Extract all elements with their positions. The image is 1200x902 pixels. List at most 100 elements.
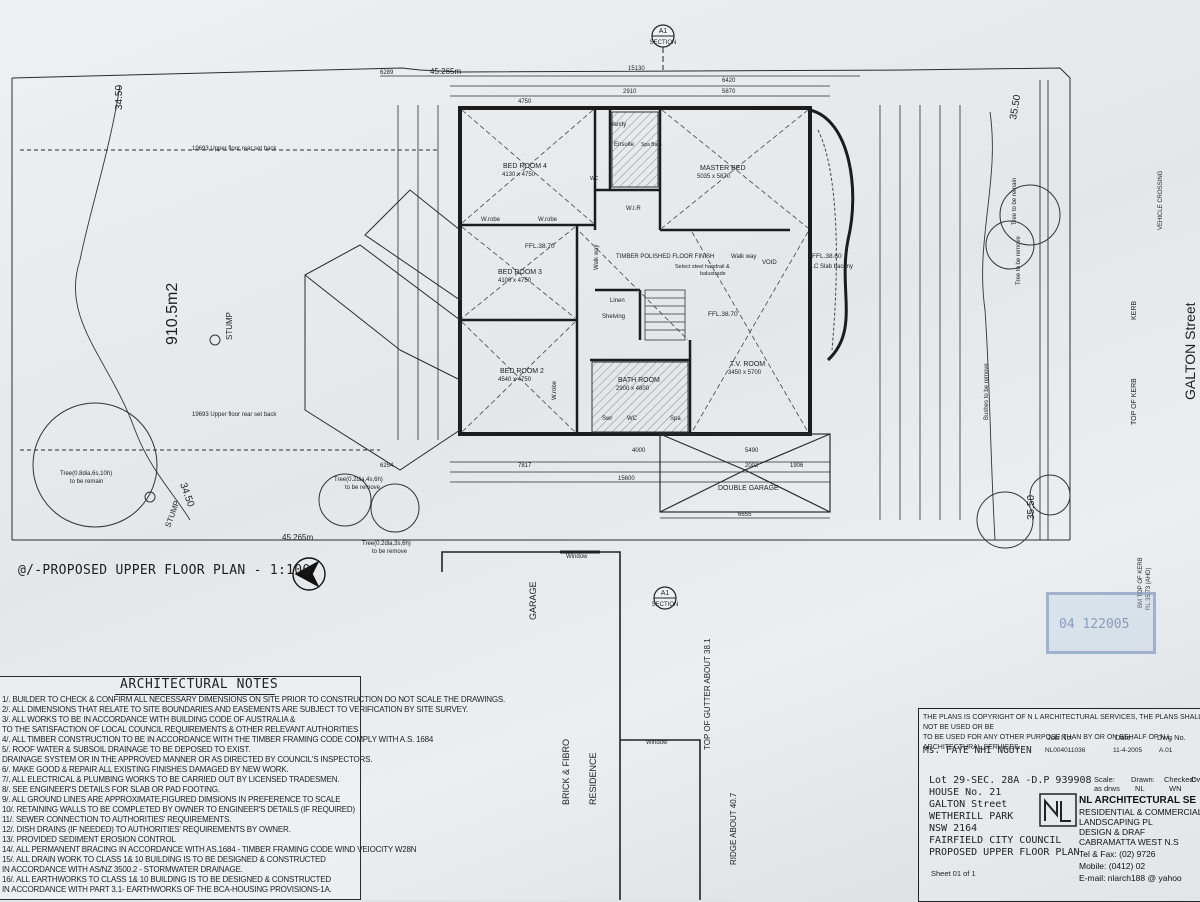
vehicle-crossing: VEHICLE CROSSING: [1158, 170, 1164, 230]
top-boundary-length: 45.265m: [430, 67, 461, 76]
room-vanity: Vanity: [610, 122, 626, 128]
plan-title: @/-PROPOSED UPPER FLOOR PLAN - 1:100: [18, 563, 311, 578]
gutter-label: TOP OF GUTTER ABOUT 38.1: [703, 638, 712, 750]
firm-mobile: Mobile: (0412) 02: [1079, 861, 1146, 871]
ridge-label: RIDGE ABOUT 40.7: [729, 792, 738, 865]
wardrobe-1: W.robe: [481, 217, 501, 223]
client-name: Ms. FAYE NHI NGUYEN: [923, 745, 1032, 756]
tree-note-2b: to be remove: [345, 485, 381, 491]
kerb-label: KERB: [1131, 301, 1138, 320]
date-header: Date:: [1115, 733, 1133, 742]
wc-1: WC: [627, 416, 638, 422]
note-line: 10/. RETAINING WALLS TO BE COMPLETED BY …: [2, 805, 355, 814]
wc-2: WC: [590, 176, 599, 182]
note-line: IN ACCORDANCE WITH PART 3.1- EARTHWORKS …: [2, 885, 332, 894]
staircase: [644, 289, 686, 341]
dim-6655: 6655: [738, 512, 752, 518]
window-label-2: Window: [646, 740, 668, 746]
room-tv-size: 3450 x 5700: [728, 370, 762, 376]
setback-note-1: 19693 Upper floor rear set back: [192, 146, 277, 152]
wardrobe-2: W.robe: [538, 217, 558, 223]
handrail-note: Select steel handrail &: [675, 264, 730, 270]
drawing-title: PROPOSED UPPER FLOOR PLAN: [929, 847, 1080, 858]
house-number: HOUSE No. 21: [929, 787, 1002, 798]
contour-label-left: 34.50: [114, 85, 125, 110]
bushes-note: Bushes to be remove: [984, 363, 990, 420]
north-arrow-icon: [292, 557, 326, 591]
room-bed3: BED ROOM 3: [498, 269, 542, 276]
note-line: 16/. ALL EARTHWORKS TO CLASS 1& 10 BUILD…: [2, 875, 331, 884]
contour-label-right-b: 35.50: [1026, 495, 1037, 520]
neighbour-brick: BRICK & FIBRO: [561, 739, 571, 805]
drawn-header: Drawn:: [1131, 775, 1155, 784]
dim-15130: 15130: [628, 66, 645, 72]
section-label-bottom: A1: [661, 590, 670, 597]
job-header: Job No:: [1047, 733, 1073, 742]
note-line: DRAINAGE SYSTEM OR IN THE APPROVED MANNE…: [2, 755, 373, 764]
approval-stamp: 04 122005: [1046, 592, 1156, 654]
room-master: MASTER BED: [700, 165, 746, 172]
lot-details: Lot 29-SEC. 28A -D.P 939908: [929, 775, 1092, 786]
wardrobe-3: W.robe: [552, 380, 558, 400]
room-bed2-size: 4540 x 4750: [498, 377, 532, 383]
ffl-label-1: FFL.38.70: [525, 243, 555, 250]
firm-tel: Tel & Fax: (02) 9726: [1079, 849, 1156, 859]
note-line: 7/. ALL ELECTRICAL & PLUMBING WORKS TO B…: [2, 775, 340, 784]
note-line: 5/. ROOF WATER & SUBSOIL DRAINAGE TO BE …: [2, 745, 251, 754]
room-bed4: BED ROOM 4: [503, 163, 547, 170]
note-line: 9/. ALL GROUND LINES ARE APPROXIMATE,FIG…: [2, 795, 341, 804]
firm-email: E-mail: nlarch188 @ yahoo: [1079, 873, 1182, 883]
section-label-top: A1: [659, 28, 668, 35]
balcony-curve: [809, 108, 855, 362]
firm-name: NL ARCHITECTURAL SE: [1079, 795, 1197, 806]
tree-note-1b: to be remain: [70, 479, 103, 485]
dim-6289: 6289: [380, 70, 394, 76]
street-address: GALTON Street: [929, 799, 1008, 810]
note-line: 1/. BUILDER TO CHECK & CONFIRM ALL NECES…: [2, 695, 506, 704]
tree-note-right-1: Tree to be remain: [1012, 178, 1018, 225]
note-line: 12/. DISH DRAINS (IF NEEDED) TO AUTHORIT…: [2, 825, 291, 834]
ffl-label-2: FFL.38.70: [708, 311, 738, 318]
room-ensuite: Ensuite: [614, 142, 635, 148]
checked-header: Checked:: [1164, 775, 1196, 784]
balcony-slab: R.C Slab bacony: [808, 264, 853, 270]
spa-label: Spa: [670, 416, 681, 422]
bathroom-tiles: [591, 361, 689, 433]
neighbour-residence: RESIDENCE: [588, 752, 598, 805]
state-postcode: NSW 2164: [929, 823, 978, 834]
section-word-bottom: SECTION: [652, 602, 679, 608]
job-number: NL004011036: [1045, 747, 1086, 754]
tree-note-3: Tree(0.2dia,3s,6h): [362, 541, 411, 547]
dim-2910: 2910: [623, 89, 637, 95]
drawn-value: NL: [1135, 784, 1145, 793]
tree-note-right-2: Tree to be remove: [1016, 236, 1022, 285]
floor-finish-note: TIMBER POLISHED FLOOR FINISH: [616, 254, 714, 260]
note-line: 2/. ALL DIMENSIONS THAT RELATE TO SITE B…: [2, 705, 468, 714]
site-area: 910.5m2: [164, 283, 181, 345]
balustrade-note: balustrade: [700, 271, 726, 277]
note-line: 11/. SEWER CONNECTION TO AUTHORITIES' RE…: [2, 815, 232, 824]
firm-line-5: CABRAMATTA WEST N.S: [1079, 837, 1179, 847]
void-label: VOID: [762, 260, 777, 266]
firm-line-2: RESIDENTIAL & COMMERCIAL P: [1079, 807, 1200, 817]
room-linen: Linen: [610, 298, 625, 304]
top-of-kerb: TOP OF KERB: [1131, 378, 1138, 425]
neighbour-building: [441, 550, 701, 900]
note-line: 8/. SEE ENGINEER'S DETAILS FOR SLAB OR P…: [2, 785, 220, 794]
note-line: 14/. ALL PERMANENT BRACING IN ACCORDANCE…: [2, 845, 417, 854]
dim-4750: 4750: [518, 99, 532, 105]
room-shelving: Shelving: [602, 314, 625, 320]
room-bed2: BED ROOM 2: [500, 368, 544, 375]
council: FAIRFIELD CITY COUNCIL: [929, 835, 1062, 846]
dim-4000: 4000: [632, 448, 646, 454]
dwg-header: Dwg No.: [1157, 733, 1186, 742]
note-line: 3/. ALL WORKS TO BE IN ACCORDANCE WITH B…: [2, 715, 296, 724]
dim-5870: 5870: [722, 89, 736, 95]
copyright-line-2: TO BE USED FOR ANY OTHER PURPOSE THAN BY…: [923, 734, 1171, 751]
dim-5490: 5490: [745, 448, 759, 454]
note-line: 13/. PROVIDED SEDIMENT EROSION CONTROL: [2, 835, 176, 844]
room-bed4-size: 4130 x 4750: [502, 172, 536, 178]
tree-note-3b: to be remove: [372, 549, 408, 555]
note-line: IN ACCORDANCE WITH AS/NZ 3500.2 - STORMW…: [2, 865, 243, 874]
